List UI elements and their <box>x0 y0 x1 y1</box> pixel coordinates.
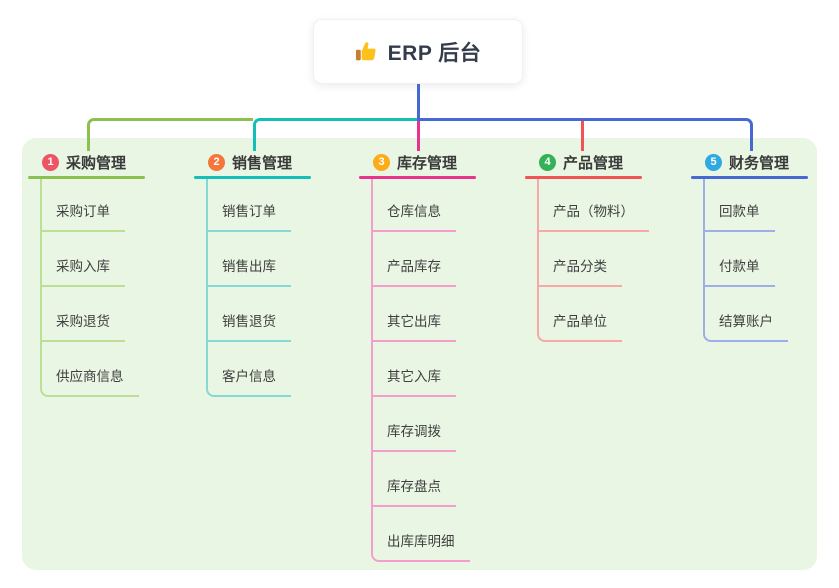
branch-underline <box>359 176 476 179</box>
branch-child-connector <box>371 179 381 562</box>
branch-badge-icon: 1 <box>42 153 59 171</box>
child-node[interactable]: 销售出库 <box>206 258 291 287</box>
branch-label: 库存管理 <box>397 154 458 172</box>
branch-label: 采购管理 <box>66 154 127 172</box>
connector-branch3-drop <box>417 121 420 151</box>
child-node[interactable]: 库存调拨 <box>371 423 456 452</box>
branch-node-3[interactable]: 3 库存管理 <box>373 150 457 174</box>
branch-label: 销售管理 <box>232 154 293 172</box>
child-node[interactable]: 其它入库 <box>371 368 456 397</box>
branch-child-connector <box>40 179 50 397</box>
branch-node-2[interactable]: 2 销售管理 <box>208 150 292 174</box>
branch-child-connector <box>206 179 216 397</box>
child-node[interactable]: 采购退货 <box>40 313 125 342</box>
child-node[interactable]: 结算账户 <box>713 313 788 342</box>
connector-branch1-elbow <box>87 118 253 151</box>
branch-underline <box>28 176 145 179</box>
child-node[interactable]: 产品分类 <box>537 258 622 287</box>
branch-node-4[interactable]: 4 产品管理 <box>539 150 623 174</box>
child-node[interactable]: 采购入库 <box>40 258 125 287</box>
connector-branch2-elbow <box>253 118 417 151</box>
branch-node-5[interactable]: 5 财务管理 <box>705 150 789 174</box>
branch-child-connector <box>537 179 547 342</box>
branch-badge-icon: 2 <box>208 153 225 171</box>
child-node[interactable]: 产品单位 <box>547 313 622 342</box>
child-node[interactable]: 其它出库 <box>371 313 456 342</box>
child-node[interactable]: 供应商信息 <box>50 368 139 397</box>
branch-badge-icon: 3 <box>373 153 390 171</box>
root-node-label: ERP 后台 <box>387 41 482 65</box>
child-node[interactable]: 库存盘点 <box>371 478 456 507</box>
branch-child-connector <box>703 179 713 342</box>
child-node[interactable]: 采购订单 <box>40 203 125 232</box>
child-node[interactable]: 仓库信息 <box>371 203 456 232</box>
branch-underline <box>691 176 808 179</box>
root-node[interactable]: ERP 后台 <box>313 19 523 84</box>
child-node[interactable]: 产品库存 <box>371 258 456 287</box>
child-node[interactable]: 产品（物料） <box>537 203 649 232</box>
child-node[interactable]: 出库库明细 <box>381 533 470 562</box>
branch-badge-icon: 4 <box>539 153 556 171</box>
branch-badge-icon: 5 <box>705 153 722 171</box>
branch-label: 产品管理 <box>563 154 624 172</box>
branch-node-1[interactable]: 1 采购管理 <box>42 150 126 174</box>
connector-root-vertical <box>417 84 420 118</box>
branch-underline <box>525 176 642 179</box>
child-node[interactable]: 销售退货 <box>206 313 291 342</box>
child-node[interactable]: 客户信息 <box>216 368 291 397</box>
child-node[interactable]: 销售订单 <box>206 203 291 232</box>
branch-label: 财务管理 <box>729 154 790 172</box>
connector-branch4-drop <box>581 121 584 151</box>
child-node[interactable]: 回款单 <box>703 203 775 232</box>
thumbs-up-icon <box>355 40 378 63</box>
branches-panel <box>22 138 817 570</box>
branch-underline <box>194 176 311 179</box>
connector-branch5-elbow <box>417 118 753 151</box>
child-node[interactable]: 付款单 <box>703 258 775 287</box>
